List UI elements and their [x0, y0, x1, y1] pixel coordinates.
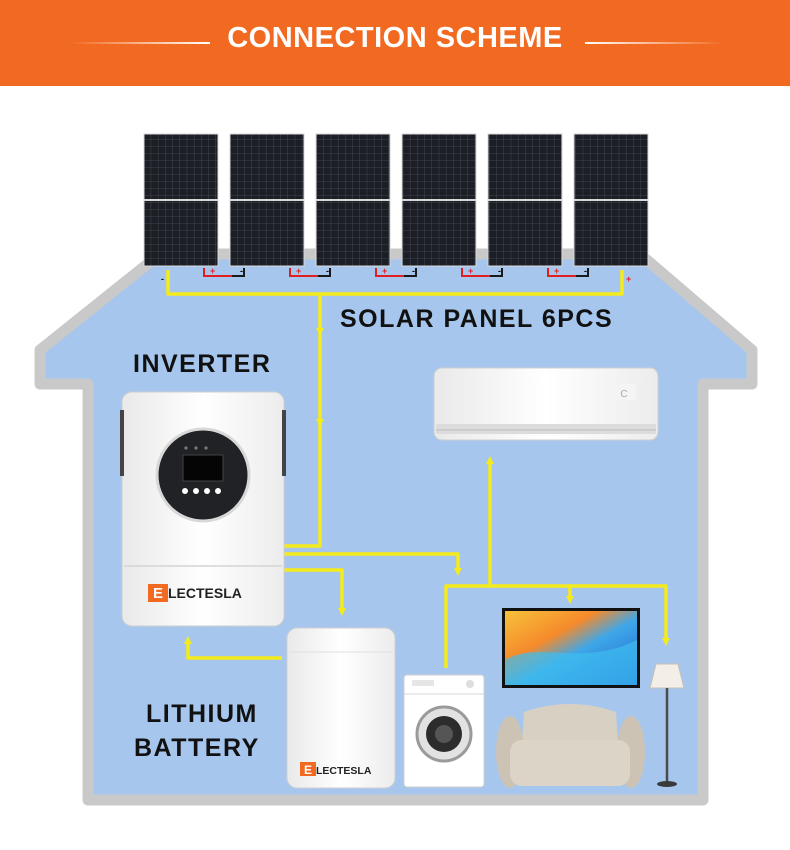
- page-title: CONNECTION SCHEME: [227, 22, 563, 54]
- terminal-positive: +: [554, 266, 559, 276]
- solar-panel-array: [143, 133, 649, 267]
- terminal-positive: +: [468, 266, 473, 276]
- brand-logo-initial: E: [304, 763, 312, 777]
- battery-label-line2: BATTERY: [134, 734, 260, 762]
- solar-panel-icon: [315, 133, 391, 267]
- brand-logo-mark: [148, 584, 168, 602]
- floor-lamp-icon: [649, 663, 685, 787]
- terminal-positive: +: [296, 266, 301, 276]
- terminal-negative: -: [326, 266, 329, 276]
- solar-panel-icon: [487, 133, 563, 267]
- terminal-negative: -: [584, 266, 587, 276]
- battery-icon: E LECTESLA: [286, 627, 396, 789]
- terminal-negative: -: [240, 266, 243, 276]
- header-bar: CONNECTION SCHEME: [0, 0, 790, 86]
- sofa-icon: [496, 704, 645, 788]
- header-divider-left: [70, 42, 210, 44]
- terminal-negative: -: [498, 266, 501, 276]
- inverter-brand: LECTESLA: [168, 585, 242, 601]
- solar-panel-label: SOLAR PANEL 6PCS: [340, 305, 614, 333]
- tv-icon: [502, 608, 640, 688]
- header-divider-right: [585, 42, 725, 44]
- terminal-positive: +: [626, 274, 631, 284]
- inverter-label: INVERTER: [133, 350, 272, 378]
- power-wires: [166, 270, 670, 668]
- inverter-icon: E LECTESLA: [120, 391, 286, 627]
- terminal-positive: +: [382, 266, 387, 276]
- air-conditioner-icon: C: [433, 367, 659, 441]
- terminal-markers: - + - + - + - + - + - +: [161, 266, 631, 284]
- solar-panel-icon: [401, 133, 477, 267]
- battery-label-line1: LITHIUM: [146, 700, 258, 728]
- ac-display: C: [620, 389, 627, 400]
- solar-panel-icon: [573, 133, 649, 267]
- battery-brand: LECTESLA: [316, 765, 372, 777]
- brand-logo-mark: [300, 762, 316, 776]
- solar-panel-icon: [143, 133, 219, 267]
- series-wiring: [203, 268, 589, 277]
- washing-machine-icon: [403, 674, 485, 788]
- terminal-positive: +: [210, 266, 215, 276]
- brand-logo-initial: E: [153, 585, 163, 602]
- terminal-negative: -: [161, 274, 164, 284]
- terminal-negative: -: [412, 266, 415, 276]
- solar-panel-icon: [229, 133, 305, 267]
